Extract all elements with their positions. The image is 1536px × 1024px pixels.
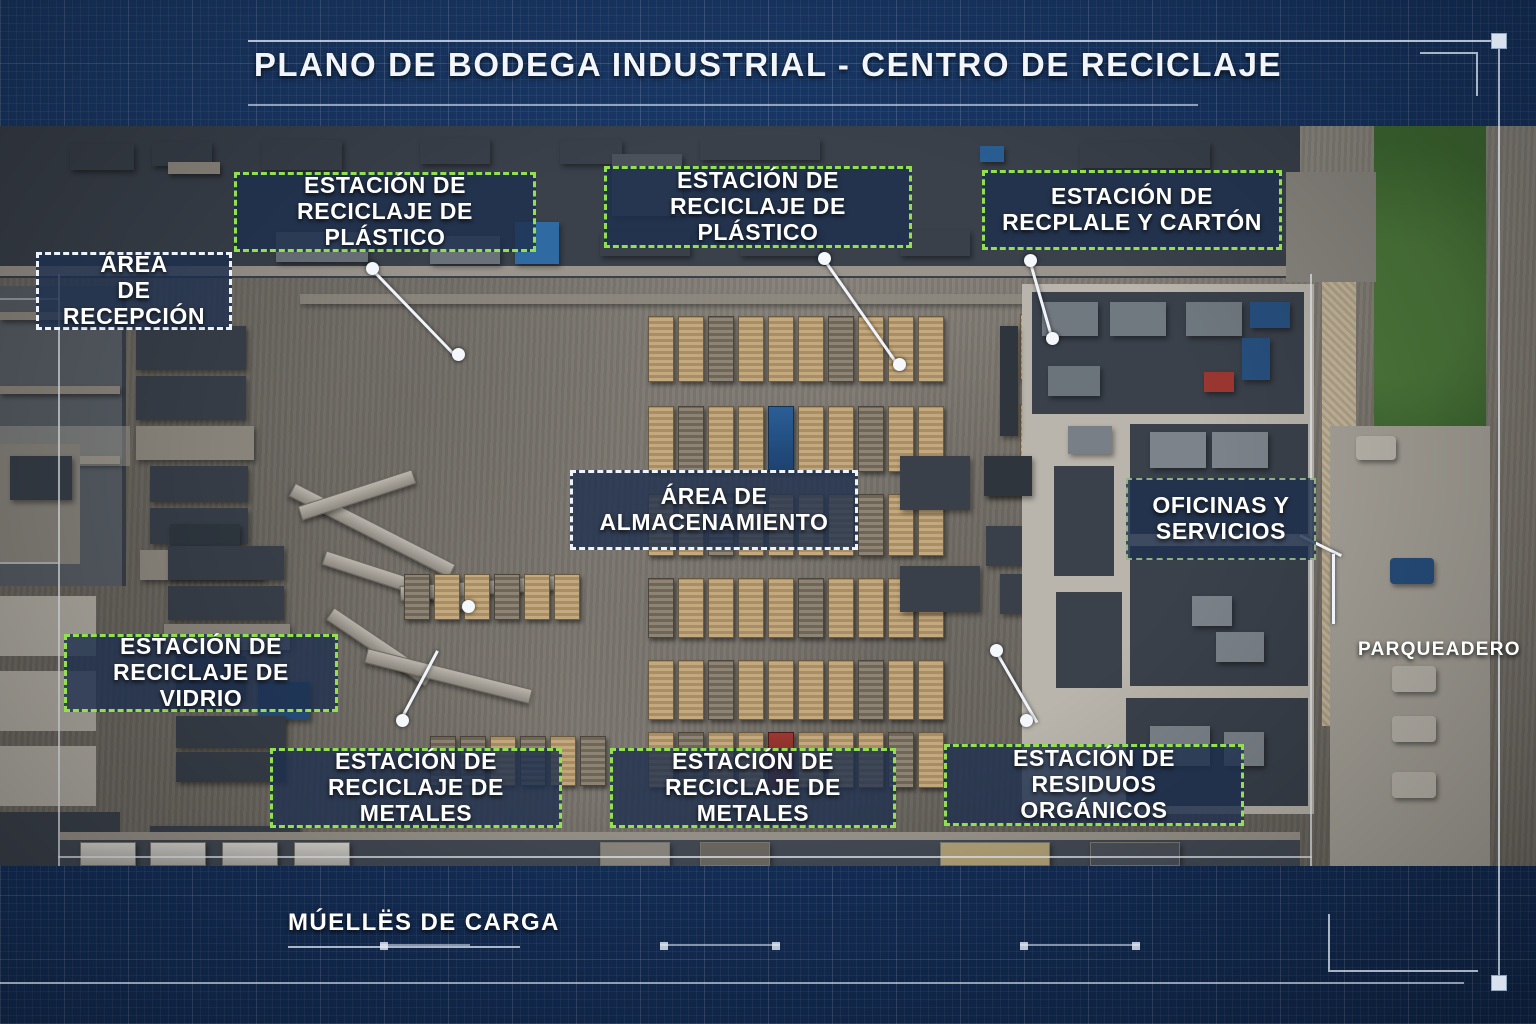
label-estacion-carton[interactable]: ESTACIÓN DE RECPLALE Y CARTÓN xyxy=(982,170,1282,250)
leader-dot-organicos-end xyxy=(1020,714,1033,727)
label-line-2: RECPLALE Y CARTÓN xyxy=(1002,209,1262,235)
label-line-1: ÁREA DE xyxy=(660,483,768,510)
frame-rule-top xyxy=(248,40,1500,42)
leader-dot-metales-1-start xyxy=(396,714,409,727)
label-line-1: ESTACIÓN DE xyxy=(334,748,498,775)
label-area-recepcion[interactable]: ÁREA DE RECEPCIÓN xyxy=(36,252,232,330)
label-line-1: ESTACIÓN DE xyxy=(1012,745,1176,772)
label-estacion-plastico-1[interactable]: ESTACIÓN DE RECICLAJE DE PLÁSTICO xyxy=(234,172,536,252)
parked-vehicle xyxy=(1392,772,1436,798)
leader-dot-plastico-2-start xyxy=(818,252,831,265)
corner-node-bottom-right xyxy=(1491,975,1507,991)
roof-edge xyxy=(0,266,1300,276)
label-line-1: ESTACIÓN DE xyxy=(1050,183,1214,210)
label-estacion-vidrio[interactable]: ESTACIÓN DE RECICLAJE DE VIDRIO xyxy=(64,634,338,712)
pallet-row xyxy=(648,316,978,382)
pallet-row xyxy=(648,660,978,720)
label-line-2: RECICLAJE DE VIDRIO xyxy=(113,659,289,711)
label-line-2: RECICLAJE DE PLÁSTICO xyxy=(297,198,473,250)
leader-dot-plastico-2-end xyxy=(893,358,906,371)
label-line-2: RECICLAJE DE METALES xyxy=(665,774,841,826)
page-title: PLANO DE BODEGA INDUSTRIAL - CENTRO DE R… xyxy=(253,46,1283,83)
leader-dot-carton-start xyxy=(1024,254,1037,267)
label-line-1: ESTACIÓN DE xyxy=(119,633,283,660)
label-line-2: SERVICIOS xyxy=(1155,518,1287,544)
parked-vehicle xyxy=(1392,716,1436,742)
frame-rule-bottom xyxy=(0,982,1464,984)
parked-vehicle xyxy=(1392,666,1436,692)
label-estacion-organicos[interactable]: ESTACIÓN DE RESIDUOS ORGÁNICOS xyxy=(944,744,1244,826)
leader-dot-plastico-1-start xyxy=(366,262,379,275)
parked-vehicle xyxy=(1390,558,1434,584)
label-line-2: DE RECEPCIÓN xyxy=(62,277,206,329)
leader-line-parqueadero xyxy=(1332,554,1335,624)
leader-dot-metales-1-end xyxy=(462,600,475,613)
label-line-1: ESTACIÓN DE xyxy=(303,172,467,199)
label-line-1: ÁREA xyxy=(100,251,168,278)
label-line-1: ESTACIÓN DE xyxy=(676,167,840,194)
site-boundary-south xyxy=(58,856,1312,858)
label-estacion-metales-2[interactable]: ESTACIÓN DE RECICLAJE DE METALES xyxy=(610,748,896,828)
label-line-2: ALMACENAMIENTO xyxy=(599,509,829,535)
site-boundary-east xyxy=(1310,274,1312,866)
leader-dot-carton-end xyxy=(1046,332,1059,345)
frame-rule-right xyxy=(1498,40,1500,984)
label-line-1: ESTACIÓN DE xyxy=(671,748,835,775)
label-muelles-de-carga: MÚELLËS DE CARGA xyxy=(288,909,560,936)
corner-node-top-right xyxy=(1491,33,1507,49)
label-oficinas-servicios[interactable]: OFICINAS Y SERVICIOS xyxy=(1126,478,1316,560)
label-parqueadero: PARQUEADERO xyxy=(1358,639,1521,660)
label-estacion-plastico-2[interactable]: ESTACIÓN DE RECICLAJE DE PLÁSTICO xyxy=(604,166,912,248)
pallet-row xyxy=(648,406,978,472)
leader-dot-organicos-start xyxy=(990,644,1003,657)
leader-dot-plastico-1-end xyxy=(452,348,465,361)
label-estacion-metales-1[interactable]: ESTACIÓN DE RECICLAJE DE METALES xyxy=(270,748,562,828)
corner-bracket-bottom-right xyxy=(1328,914,1478,972)
site-boundary-west xyxy=(58,274,60,866)
corner-bracket-top-right xyxy=(1420,52,1478,96)
label-line-2: RESIDUOS ORGÁNICOS xyxy=(1020,771,1168,823)
label-area-almacenamiento[interactable]: ÁREA DE ALMACENAMIENTO xyxy=(570,470,858,550)
parked-vehicle xyxy=(1356,436,1396,460)
frame-rule-title-underline xyxy=(248,104,1198,106)
label-line-1: OFICINAS Y xyxy=(1152,492,1290,519)
roof-annex xyxy=(1286,172,1376,282)
docks-underline xyxy=(288,946,520,948)
label-line-2: RECICLAJE DE METALES xyxy=(328,774,504,826)
label-line-2: RECICLAJE DE PLÁSTICO xyxy=(670,193,846,245)
